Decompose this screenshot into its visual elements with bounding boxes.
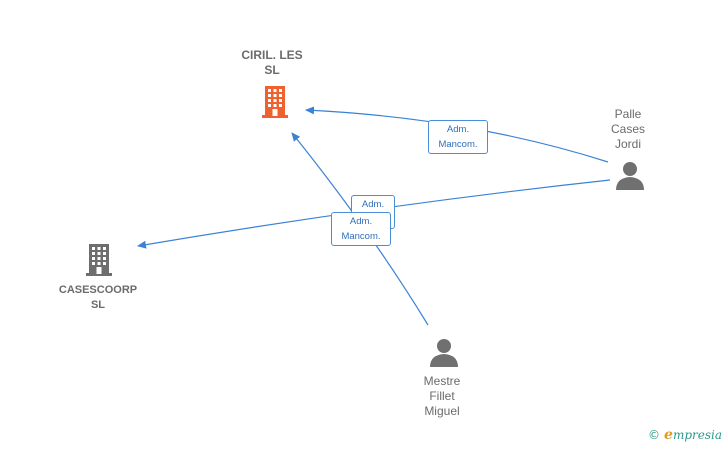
edge-label-palle-casescoorp[interactable]: Adm. Mancom.	[331, 212, 391, 246]
person-icon-palle[interactable]	[614, 161, 646, 191]
building-icon-ciril[interactable]	[259, 84, 291, 120]
person-icon-mestre[interactable]	[428, 338, 460, 368]
person-name-palle[interactable]: Palle Cases Jordi	[610, 107, 645, 151]
edge-label-palle-ciril[interactable]: Adm. Mancom.	[428, 120, 488, 154]
company-name-ciril[interactable]: CIRIL. LES SL	[241, 48, 303, 77]
person-name-mestre[interactable]: Mestre Fillet Miguel	[423, 374, 461, 418]
company-name-casescoorp[interactable]: CASESCOORP SL	[58, 284, 138, 311]
building-icon-casescoorp[interactable]	[83, 242, 115, 278]
empresia-logo[interactable]: ©empresia	[648, 427, 722, 443]
